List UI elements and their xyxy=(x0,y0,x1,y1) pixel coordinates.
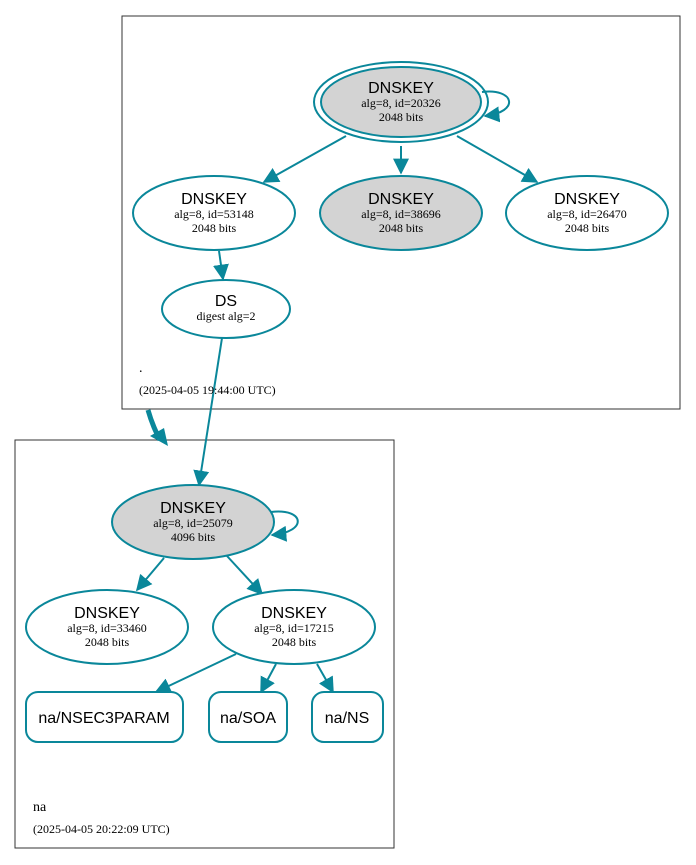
node-title: DNSKEY xyxy=(554,191,620,208)
node-na-ksk[interactable]: DNSKEY alg=8, id=25079 4096 bits xyxy=(111,484,275,560)
node-na-zsk2[interactable]: DNSKEY alg=8, id=17215 2048 bits xyxy=(212,589,376,665)
node-key-size: 4096 bits xyxy=(171,530,216,544)
na-zone-timestamp: (2025-04-05 20:22:09 UTC) xyxy=(33,822,170,836)
node-key-info: alg=8, id=17215 xyxy=(254,621,334,635)
node-root-zsk2[interactable]: DNSKEY alg=8, id=38696 2048 bits xyxy=(319,175,483,251)
edge-zsk2-nsec3param xyxy=(154,653,237,694)
node-key-size: 2048 bits xyxy=(379,221,424,235)
node-title: DNSKEY xyxy=(261,605,327,622)
node-title: DNSKEY xyxy=(74,605,140,622)
node-key-size: 2048 bits xyxy=(565,221,610,235)
root-zone-name: . xyxy=(139,361,143,376)
edge-root-ksk-zsk1 xyxy=(262,135,347,183)
node-key-info: alg=8, id=26470 xyxy=(547,207,627,221)
na-zone-name: na xyxy=(33,800,47,815)
node-key-info: alg=8, id=25079 xyxy=(153,516,233,530)
edge-root-ksk-zsk3 xyxy=(456,135,539,183)
node-key-size: 2048 bits xyxy=(379,110,424,124)
edge-ds-na-ksk xyxy=(193,337,223,487)
root-zone-timestamp: (2025-04-05 19:44:00 UTC) xyxy=(139,383,276,397)
node-key-info: alg=8, id=33460 xyxy=(67,621,147,635)
edge-root-ksk-self xyxy=(481,90,510,123)
node-rr-nsec3param[interactable]: na/NSEC3PARAM xyxy=(25,691,184,743)
node-key-info: alg=8, id=53148 xyxy=(174,207,254,221)
rrset-label: na/NS xyxy=(325,710,369,727)
edge-na-ksk-zsk1 xyxy=(135,557,165,592)
node-rr-soa[interactable]: na/SOA xyxy=(208,691,288,743)
node-title: DNSKEY xyxy=(368,191,434,208)
na-zone-box xyxy=(14,439,395,849)
rrset-label: na/SOA xyxy=(220,710,276,727)
node-rr-ns[interactable]: na/NS xyxy=(311,691,384,743)
node-key-size: 2048 bits xyxy=(192,221,237,235)
node-title: DS xyxy=(215,293,237,310)
node-key-info: alg=8, id=38696 xyxy=(361,207,441,221)
node-key-size: 2048 bits xyxy=(272,635,317,649)
node-title: DNSKEY xyxy=(181,191,247,208)
node-root-zsk3[interactable]: DNSKEY alg=8, id=26470 2048 bits xyxy=(505,175,669,251)
edge-na-ksk-zsk2 xyxy=(226,555,264,596)
node-key-info: alg=8, id=20326 xyxy=(361,96,441,110)
node-root-zsk1[interactable]: DNSKEY alg=8, id=53148 2048 bits xyxy=(132,175,296,251)
edge-zsk2-ns xyxy=(316,663,334,694)
node-digest-info: digest alg=2 xyxy=(196,309,255,323)
node-root-ksk[interactable]: DNSKEY alg=8, id=20326 2048 bits xyxy=(313,61,489,143)
root-zone-box xyxy=(121,15,681,410)
rrset-label: na/NSEC3PARAM xyxy=(38,710,169,727)
node-na-zsk1[interactable]: DNSKEY alg=8, id=33460 2048 bits xyxy=(25,589,189,665)
edge-zsk1-ds xyxy=(213,250,229,281)
node-title: DNSKEY xyxy=(368,80,434,97)
edges xyxy=(135,90,539,694)
node-na-ds[interactable]: DS digest alg=2 xyxy=(161,279,291,339)
node-title: DNSKEY xyxy=(160,500,226,517)
node-key-size: 2048 bits xyxy=(85,635,130,649)
delegation-arrow xyxy=(145,409,168,446)
edge-zsk2-soa xyxy=(260,663,277,694)
edge-na-ksk-self xyxy=(270,510,299,542)
